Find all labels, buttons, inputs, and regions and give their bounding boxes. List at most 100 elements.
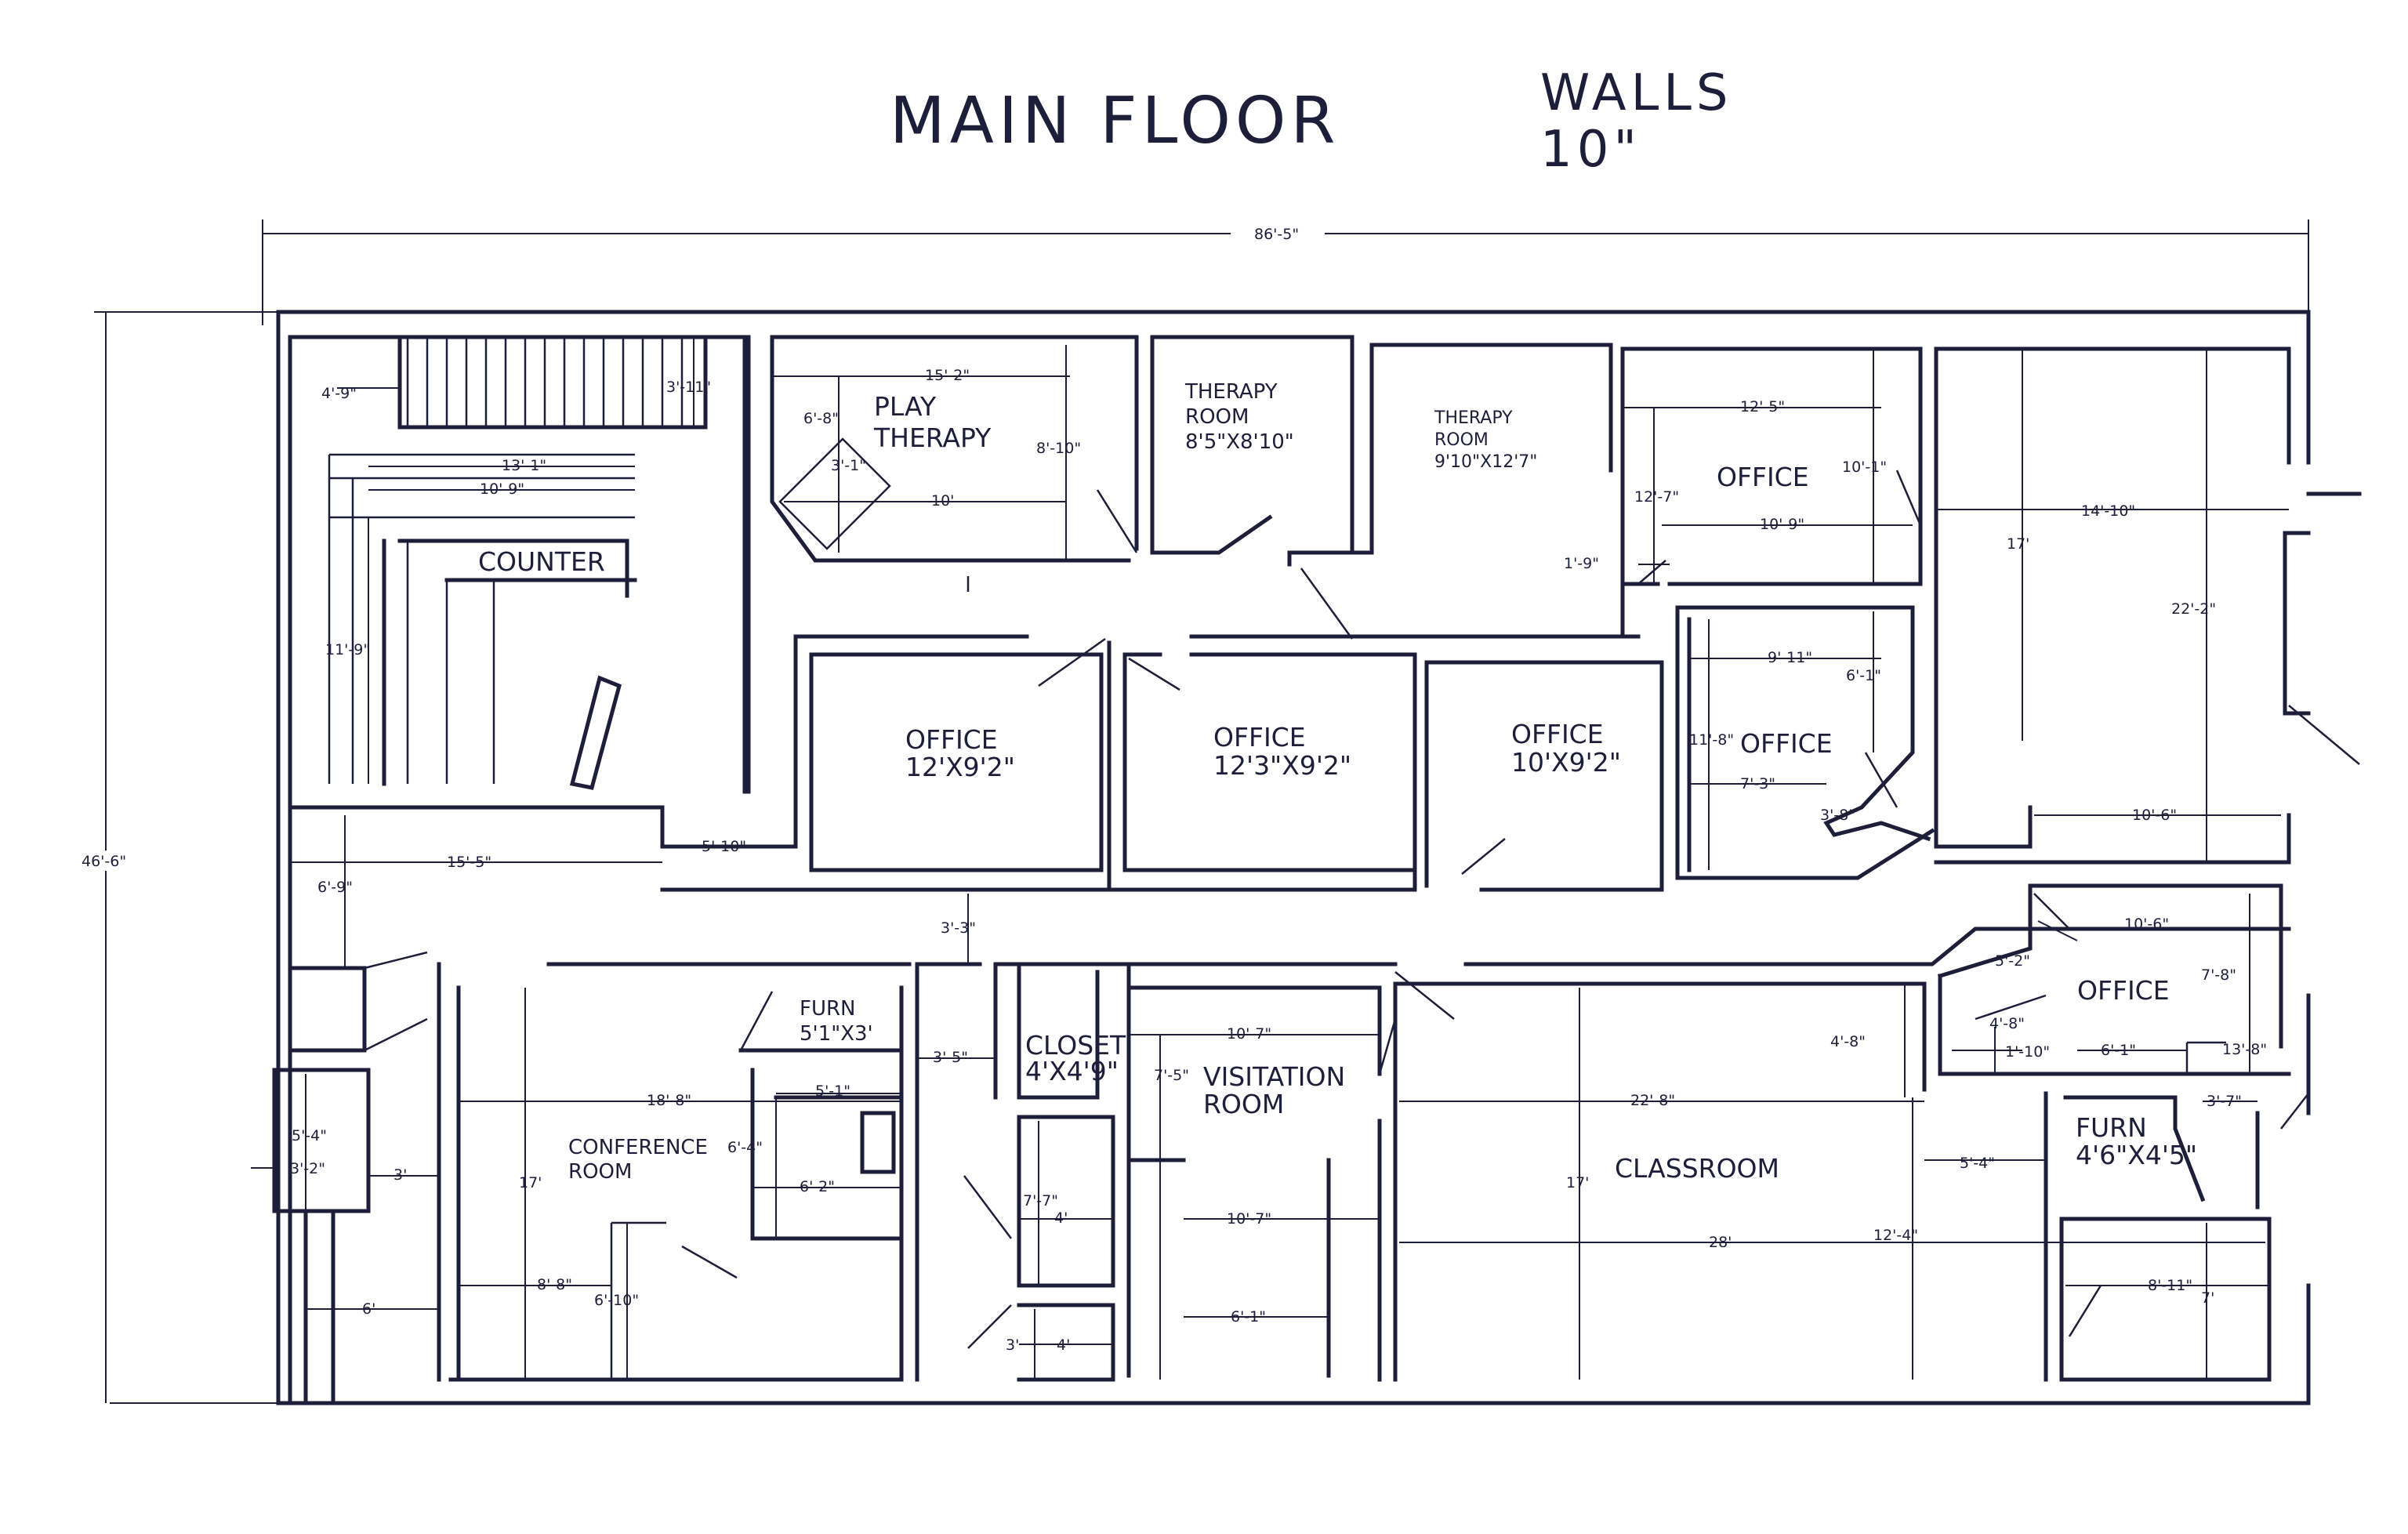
dim-label: 5'-1": [815, 1083, 850, 1100]
dim-label: 4': [1054, 1209, 1068, 1227]
dim-label: 10'-1": [1842, 459, 1887, 476]
dim-label: 17': [519, 1174, 542, 1191]
overall-width-label: 86'-5": [1254, 226, 1299, 243]
office-4-label: OFFICE: [1740, 728, 1833, 759]
dim-label: 3': [393, 1166, 407, 1184]
dim-label: 12'-7": [1634, 488, 1679, 506]
dim-label: 12'-5": [1740, 398, 1785, 415]
therapy-room-1-label-1: THERAPY: [1184, 380, 1278, 404]
visitation-label-1: VISITATION: [1203, 1061, 1345, 1092]
play-therapy-label-1: PLAY: [874, 391, 937, 422]
dim-label: 17': [1566, 1174, 1589, 1191]
dim-label: 13'-8": [2222, 1041, 2267, 1058]
dim-label: 6'-1": [1231, 1308, 1266, 1325]
therapy-room-2-label-1: THERAPY: [1434, 408, 1513, 428]
dim-label: 22'-8": [1630, 1092, 1675, 1109]
dim-label: 10'-9": [480, 481, 524, 498]
dim-label: 10'-7": [1227, 1210, 1271, 1228]
therapy-room-1-label-2: ROOM: [1185, 405, 1249, 429]
dim-label: 10'-9": [1760, 516, 1804, 533]
dim-label: 5'-10": [702, 838, 746, 855]
dim-label: 10'-7": [1227, 1025, 1271, 1043]
office-1-label-1: OFFICE: [905, 724, 998, 755]
dim-label: 9'-11": [1768, 649, 1812, 666]
office-2-label-1: OFFICE: [1213, 722, 1306, 752]
dim-label: 5'-2": [1995, 952, 2030, 970]
therapy-room-2-label-2: ROOM: [1434, 430, 1489, 450]
dim-label: 4'-9": [321, 385, 357, 402]
dim-label: 1'-9": [1564, 555, 1599, 572]
exterior-walls: [276, 310, 2362, 1405]
dim-label: 4'-8": [1989, 1015, 2025, 1032]
office-3-label-2: 10'X9'2": [1511, 747, 1621, 778]
furn-1-label-2: 5'1"X3': [800, 1022, 873, 1046]
office-top-right-label: OFFICE: [1717, 462, 1809, 492]
play-therapy-label-2: THERAPY: [873, 422, 992, 453]
dimension-lines: [251, 337, 2289, 1380]
dim-label: 3'-3": [941, 919, 976, 937]
dim-label: 3'-11": [666, 379, 711, 396]
dim-label: 1'-10": [2005, 1043, 2050, 1061]
overall-depth-label: 46'-6": [82, 853, 126, 870]
dim-label: 7'-3": [1740, 775, 1775, 792]
walls-value: 10": [1540, 121, 1641, 179]
office-1-label-2: 12'X9'2": [905, 752, 1015, 782]
dim-label: 28': [1709, 1234, 1732, 1251]
dim-label: 3'-5": [933, 1049, 968, 1066]
closet-label-2: 4'X4'9": [1025, 1056, 1119, 1086]
dim-label: 5'-4": [1960, 1155, 1995, 1172]
office-3-label-1: OFFICE: [1511, 719, 1604, 749]
office-2-label-2: 12'3"X9'2": [1213, 750, 1351, 781]
dim-label: 3'-7": [2207, 1093, 2242, 1110]
furn-2-label-1: FURN: [2076, 1112, 2147, 1143]
dim-label: 17': [2007, 535, 2029, 553]
dim-label: 15'-2": [925, 367, 970, 384]
dim-label: 6'-1": [2101, 1042, 2136, 1059]
dim-label: 10': [931, 492, 954, 510]
dim-label: 8'-10": [1036, 440, 1081, 457]
dim-label: 3'-2": [290, 1160, 325, 1177]
dim-label: 6'-2": [800, 1178, 835, 1195]
dim-label: 6'-4": [727, 1139, 763, 1156]
dim-label: 13'-1": [502, 457, 546, 474]
dim-label: 7'-8": [2201, 966, 2236, 984]
dim-label: 6'-10": [594, 1292, 639, 1309]
walls-label: WALLS: [1540, 64, 1733, 122]
conference-label-2: ROOM: [568, 1160, 632, 1184]
plan-title: MAIN FLOOR: [890, 84, 1340, 158]
dim-label: 10'-6": [2124, 916, 2169, 933]
dim-label: 22'-2": [2171, 600, 2216, 618]
dim-label: 8'-8": [537, 1276, 572, 1293]
dim-label: 14'-10": [2081, 502, 2135, 520]
dim-label: 7'-7": [1023, 1192, 1058, 1209]
dim-label: 6'-8": [803, 410, 839, 427]
dim-label: 3': [1006, 1336, 1019, 1354]
dim-label: 15'-5": [447, 854, 491, 871]
dim-label: 3'-1": [831, 457, 866, 474]
dim-label: 11'-9": [325, 641, 370, 658]
dim-label: 11'-8": [1689, 731, 1734, 749]
counter-label: COUNTER: [478, 546, 605, 577]
furn-1-label-1: FURN: [800, 997, 856, 1021]
dim-label: 5'-4": [292, 1127, 327, 1144]
dim-label: 18'-8": [647, 1092, 691, 1109]
dim-label: 7'-5": [1154, 1067, 1189, 1084]
classroom-label: CLASSROOM: [1615, 1153, 1779, 1184]
visitation-label-2: ROOM: [1203, 1089, 1284, 1119]
dim-label: 6': [362, 1300, 375, 1318]
furn-2-label-2: 4'6"X4'5": [2076, 1140, 2197, 1170]
dim-label: 4': [1057, 1336, 1070, 1354]
closet-label-1: CLOSET: [1025, 1030, 1126, 1061]
dim-label: 8'-11": [2148, 1277, 2192, 1294]
dim-label: 12'-4": [1873, 1227, 1918, 1244]
therapy-room-2-label-3: 9'10"X12'7": [1434, 452, 1537, 472]
dimension-labels: 4'-9" 3'-11" 13'-1" 10'-9" 11'-9" 15'-2"…: [290, 367, 2267, 1354]
dim-label: 4'-8": [1830, 1033, 1866, 1050]
dim-label: 10'-6": [2132, 807, 2177, 824]
dim-label: 3'-8": [1820, 807, 1855, 824]
dim-label: 6'-9": [317, 879, 353, 896]
office-right-label: OFFICE: [2077, 975, 2170, 1006]
dim-label: 6'-1": [1846, 667, 1881, 684]
therapy-room-1-label-3: 8'5"X8'10": [1185, 430, 1294, 454]
